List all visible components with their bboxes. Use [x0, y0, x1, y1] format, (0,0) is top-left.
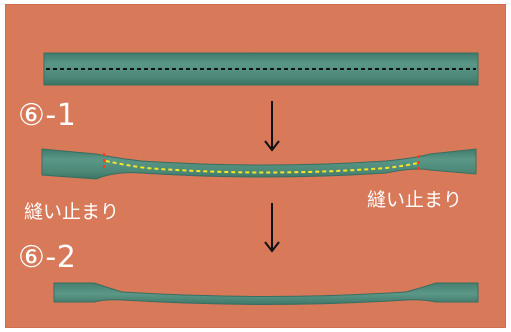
- stop-label-right: 縫い止まり: [367, 189, 463, 211]
- sewing-diagram: [41, 52, 479, 305]
- turned-strip-body: [53, 282, 479, 305]
- down-arrow-icon: [264, 203, 280, 253]
- step-label-6-2: ⑥-2: [18, 240, 77, 275]
- sewn-strip-body: [41, 148, 477, 180]
- step-label-6-1: ⑥-1: [18, 98, 77, 133]
- sewn-fabric-strip: [41, 148, 477, 180]
- flat-fabric-strip: [43, 52, 479, 86]
- down-arrow-icon: [264, 101, 280, 152]
- stop-label-left: 縫い止まり: [24, 201, 120, 223]
- instruction-panel: ⑥-1 ⑥-2 縫い止まり 縫い止まり: [5, 4, 506, 328]
- turned-fabric-strip: [53, 282, 479, 305]
